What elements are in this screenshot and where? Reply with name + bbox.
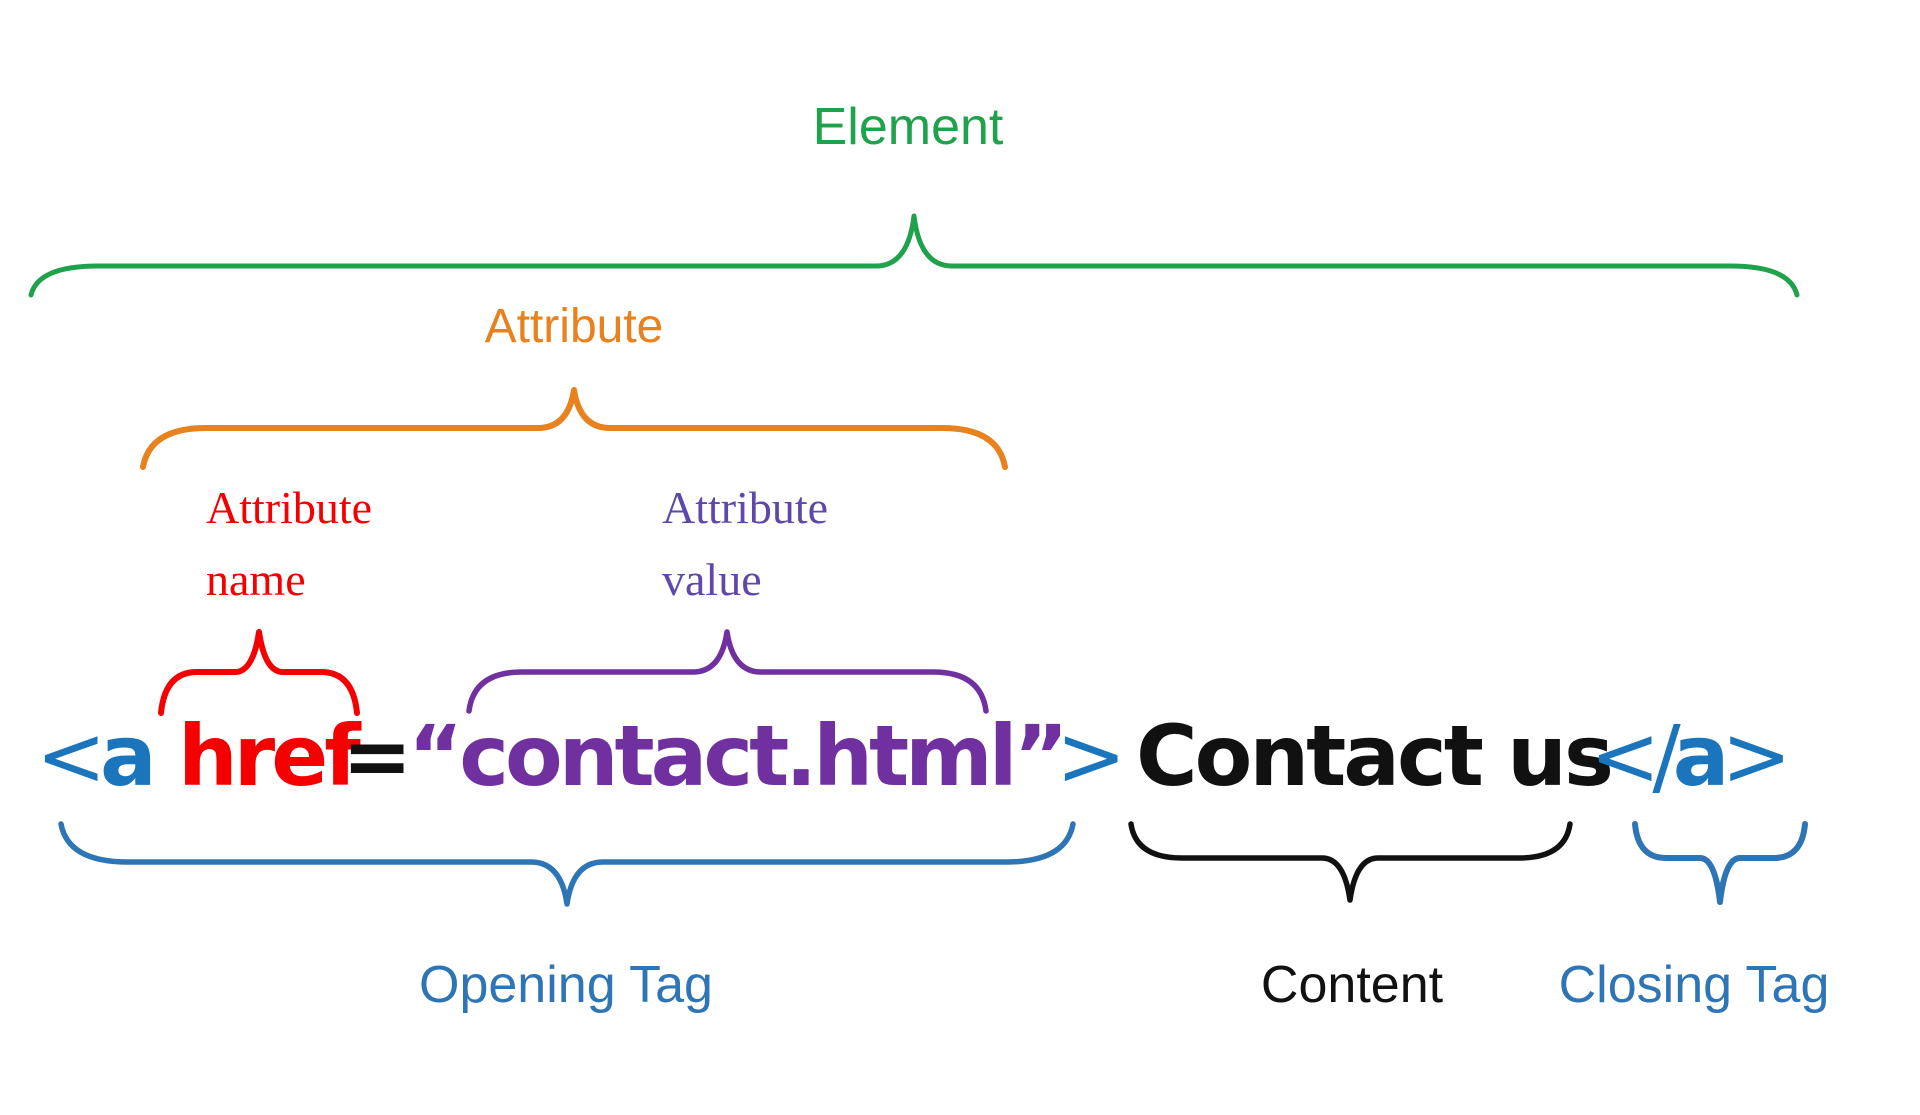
close-angle-bracket: > [1056,707,1127,805]
attribute-value-code: “contact.html” [408,707,1069,805]
attribute-name-label: Attribute name [206,482,373,605]
attribute-brace [140,387,1008,470]
attribute-name-brace [158,629,360,716]
closing-close-angle-bracket: > [1721,707,1791,805]
attribute-value-brace [466,629,989,714]
equals-sign: = [342,707,413,805]
closing-tag-brace [1632,821,1808,905]
open-angle-bracket: < [36,707,107,805]
closing-tag-label: Closing Tag [1558,956,1830,1014]
closing-tag-code: </a> [1590,714,1792,798]
content-text: Contact us [1136,707,1614,805]
content-label: Content [1260,956,1444,1014]
element-brace [28,213,1800,298]
closing-open-angle-bracket: < [1590,707,1660,805]
opening-tag-label: Opening Tag [419,956,713,1014]
closing-tag-name: a [1672,707,1730,805]
attribute-name-code: href [178,707,361,805]
closing-slash: / [1652,707,1680,805]
attribute-label: Attribute [484,300,664,353]
tag-name: a [100,707,157,805]
opening-tag-brace [58,821,1076,907]
attribute-value-label: Attribute value [662,482,829,605]
element-label: Element [812,98,1004,156]
content-brace [1128,821,1573,903]
